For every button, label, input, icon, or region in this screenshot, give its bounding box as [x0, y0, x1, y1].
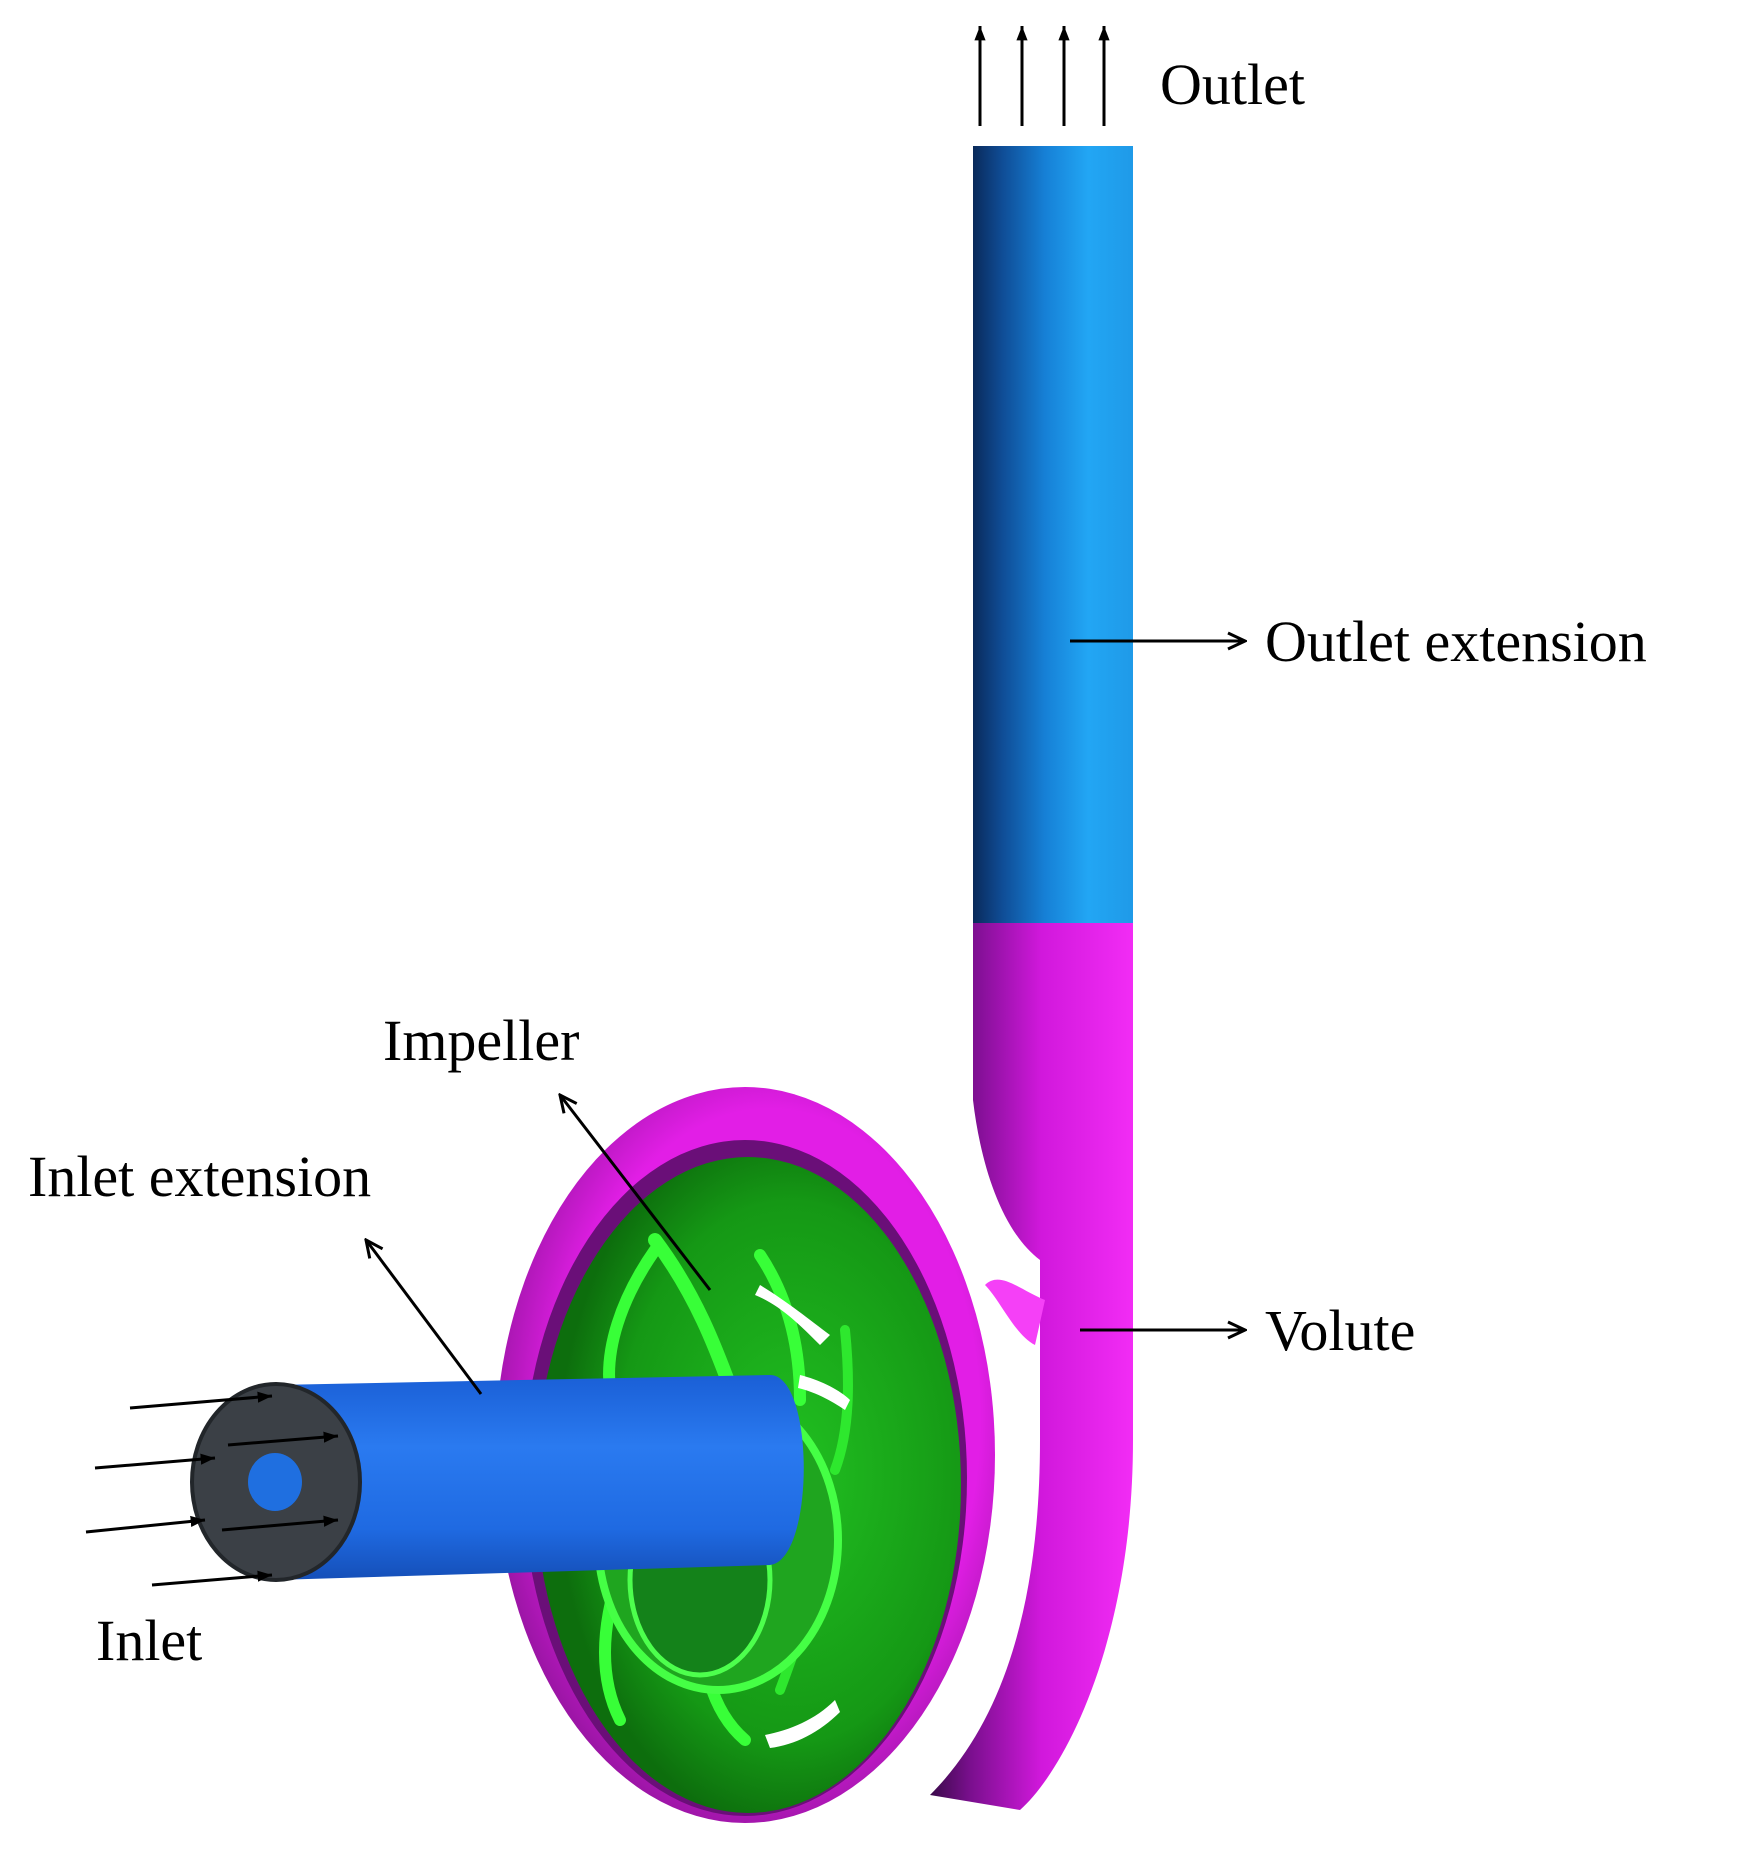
inlet-flow-arrow-3: [85, 1515, 206, 1534]
outlet-extension-pipe: [973, 146, 1133, 923]
impeller-gap-1: [755, 1285, 830, 1345]
outlet-flow-arrows: [974, 26, 1110, 126]
inlet-extension: [190, 1375, 804, 1582]
outlet-extension-label: Outlet extension: [1265, 609, 1647, 674]
inlet-extension-body: [275, 1375, 804, 1580]
inlet-flow-arrow-1: [129, 1391, 273, 1410]
inlet-flow-arrows: [85, 1391, 339, 1587]
impeller-leader: [560, 1095, 712, 1291]
inlet-label: Inlet: [96, 1608, 202, 1673]
volute-label: Volute: [1265, 1298, 1415, 1363]
inlet-flow-arrow-4: [151, 1570, 273, 1587]
impeller-label: Impeller: [383, 1008, 579, 1073]
impeller-blade-7: [603, 1244, 661, 1396]
inlet-hub-hole: [248, 1453, 302, 1511]
inlet-extension-leader: [366, 1240, 483, 1395]
volute-tongue: [985, 1279, 1045, 1345]
inlet-flow-arrow-6: [221, 1515, 339, 1532]
volute-discharge: [930, 923, 1133, 1810]
impeller-gap-2: [798, 1375, 850, 1410]
outlet-label: Outlet: [1160, 52, 1305, 117]
inlet-face-rim: [190, 1382, 362, 1582]
inlet-flow-arrow-5: [227, 1431, 339, 1447]
inlet-extension-label: Inlet extension: [28, 1144, 371, 1209]
inlet-flow-arrow-2: [94, 1453, 216, 1470]
impeller-gap-3: [765, 1700, 840, 1748]
